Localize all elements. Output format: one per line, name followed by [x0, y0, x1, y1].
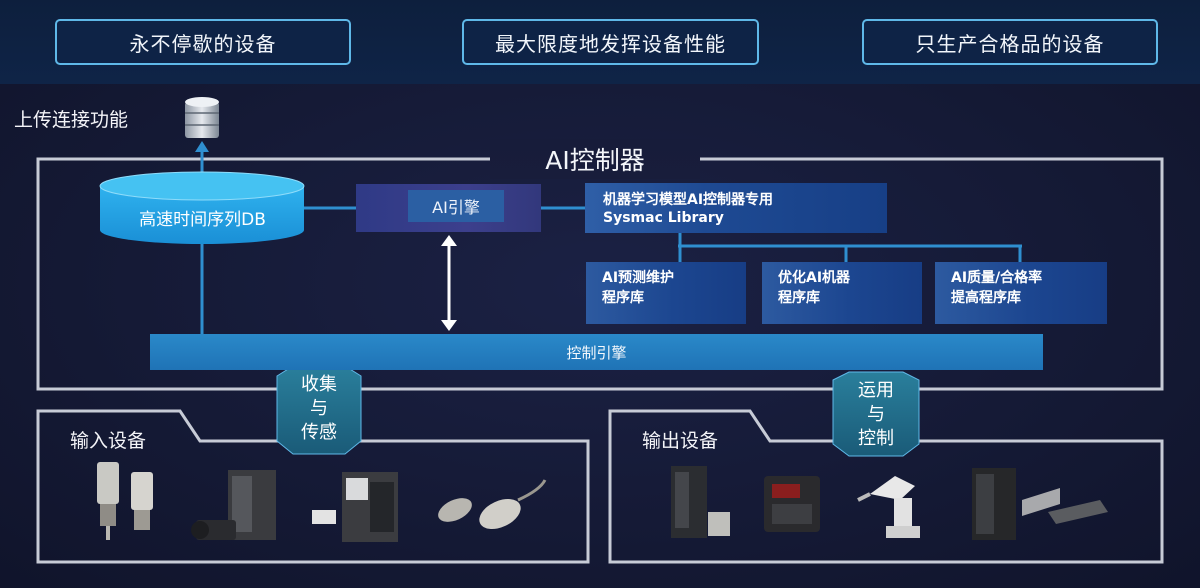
ai-engine-label: AI引擎: [432, 198, 480, 217]
collect-badge-line2: 与: [310, 398, 328, 419]
sensor-probe-icon: [97, 462, 153, 540]
upload-connection-label: 上传连接功能: [14, 109, 129, 131]
sub-library-optimize-machine: 优化AI机器 程序库: [762, 262, 922, 324]
controller-frame: [36, 157, 1164, 391]
sub-library-quality-yield: AI质量/合格率 提高程序库: [935, 262, 1107, 324]
inverter-icon: [764, 476, 820, 532]
output-devices-frame: [608, 409, 1164, 564]
apply-badge-line3: 控制: [858, 428, 894, 449]
output-devices-label: 输出设备: [642, 430, 719, 452]
goal-pill-nonstop: 永不停歇的设备: [55, 19, 351, 65]
robot-arm-icon: [857, 476, 920, 538]
collect-badge-line3: 传感: [301, 422, 337, 443]
vision-camera-icon: [191, 470, 276, 540]
goal-pill-performance: 最大限度地发挥设备性能: [462, 19, 759, 65]
ai-controller-title: AI控制器: [490, 139, 700, 179]
sub-library-predictive-maintenance: AI预测维护 程序库: [586, 262, 746, 324]
goal-pill-label: 最大限度地发挥设备性能: [495, 31, 726, 56]
sub-library-line1: 优化AI机器: [778, 270, 851, 286]
apply-badge-text: 运用 与 控制: [833, 379, 919, 451]
controller-unit-icon: [312, 472, 398, 542]
sub-library-line1: AI预测维护: [602, 270, 675, 286]
collect-badge-line1: 收集: [301, 374, 337, 395]
servo-motor-rail-icon: [972, 468, 1108, 540]
goal-pill-label: 永不停歇的设备: [129, 31, 277, 56]
database-icon: [185, 97, 219, 138]
sub-library-line1: AI质量/合格率: [951, 270, 1043, 286]
library-line2: Sysmac Library: [603, 210, 724, 226]
servo-drive-icon: [671, 466, 730, 538]
sub-library-line2: 程序库: [778, 290, 820, 306]
bidirectional-arrow: [441, 235, 457, 331]
goal-pill-quality: 只生产合格品的设备: [862, 19, 1158, 65]
sysmac-library-box: 机器学习模型AI控制器专用 Sysmac Library: [585, 183, 887, 233]
collect-badge-text: 收集 与 传感: [277, 373, 361, 445]
ai-controller-title-text: AI控制器: [545, 146, 645, 175]
ai-engine-label-box: AI引擎: [408, 190, 504, 222]
apply-badge-line1: 运用: [858, 380, 894, 401]
input-devices-frame: [36, 409, 590, 564]
apply-badge-line2: 与: [867, 404, 885, 425]
control-engine-bar: 控制引擎: [150, 334, 1043, 370]
apply-badge: [832, 371, 920, 457]
timeseries-db-label: 高速时间序列DB: [139, 210, 266, 230]
upload-arrow-head: [195, 141, 209, 152]
timeseries-db-cylinder: [99, 171, 305, 244]
sub-library-line2: 提高程序库: [951, 290, 1021, 306]
goal-pill-label: 只生产合格品的设备: [915, 31, 1105, 56]
control-engine-label: 控制引擎: [566, 343, 627, 362]
proximity-sensor-icon: [438, 479, 547, 530]
library-line1: 机器学习模型AI控制器专用: [603, 192, 774, 208]
sub-library-line2: 程序库: [602, 290, 644, 306]
input-devices-label: 输入设备: [70, 430, 147, 452]
